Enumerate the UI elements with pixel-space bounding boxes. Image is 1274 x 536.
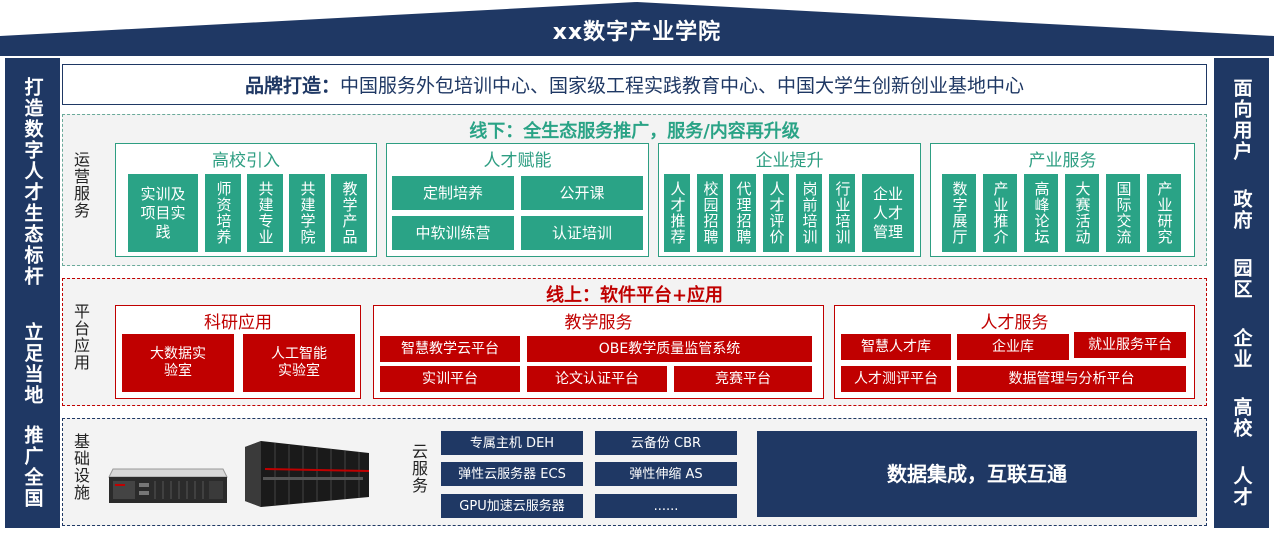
page-title: xx数字产业学院 [552, 20, 722, 45]
item-evaluate: 人才评价 [763, 174, 789, 252]
item-training-platform: 实训平台 [380, 366, 520, 392]
right-pillar-users: 面向用户 [1230, 77, 1253, 162]
right-pillar-park: 园区 [1230, 258, 1253, 301]
item-talent-pool: 智慧人才库 [841, 334, 951, 360]
group-university: 高校引入 实训及项目实践 师资培养 共建专业 共建学院 教学产品 [115, 143, 377, 257]
item-data-platform: 数据管理与分析平台 [957, 366, 1186, 392]
left-pillar: 打造数字人才生态标杆 立足当地 推广全国 [5, 58, 60, 528]
rack-server-image [108, 468, 228, 503]
item-obe: OBE教学质量监管系统 [527, 336, 812, 362]
infra-section: 基础设施 云服务 专属主机 DEH 云备份 CBR 弹性云服务器 ECS 弹性伸… [62, 418, 1207, 526]
group-title: 产业服务 [1028, 151, 1097, 171]
right-pillar-gov: 政府 [1230, 188, 1253, 231]
cloud-item-ecs: 弹性云服务器 ECS [441, 462, 583, 486]
infra-side-label: 基础设施 [71, 433, 90, 501]
group-title: 人才服务 [980, 313, 1049, 333]
right-pillar: 面向用户 政府 园区 企业 高校 人才 [1214, 58, 1269, 528]
group-talent-empower: 人才赋能 定制培养 公开课 中软训练营 认证培训 [386, 143, 649, 257]
item-research: 产业研究 [1147, 174, 1181, 252]
item-ai-lab: 人工智能实验室 [243, 334, 355, 392]
left-pillar-slogan: 打造数字人才生态标杆 [21, 77, 44, 288]
item-industry-train: 行业培训 [829, 174, 855, 252]
offline-section: 线下：全生态服务推广，服务/内容再升级 运营服务 高校引入 实训及项目实践 师资… [62, 114, 1207, 266]
online-section: 线上：软件平台+应用 平台应用 科研应用 大数据实验室 人工智能实验室 教学服务… [62, 278, 1207, 406]
item-recommend: 人才推荐 [664, 174, 690, 252]
item-talent-manage: 企业人才管理 [862, 174, 914, 252]
online-side-label: 平台应用 [71, 303, 90, 371]
left-pillar-national: 推广全国 [21, 424, 44, 509]
cloud-item-gpu: GPU加速云服务器 [441, 494, 583, 518]
group-research: 科研应用 大数据实验室 人工智能实验室 [115, 305, 361, 399]
item-smart-cloud: 智慧教学云平台 [380, 336, 520, 362]
brand-text: 中国服务外包培训中心、国家级工程实践教育中心、中国大学生创新创业基地中心 [340, 75, 1025, 97]
item-major: 共建专业 [247, 174, 283, 252]
group-industry: 产业服务 数字展厅 产业推介 高峰论坛 大赛活动 国际交流 产业研究 [930, 143, 1195, 257]
item-contest-platform: 竞赛平台 [674, 366, 812, 392]
group-enterprise: 企业提升 人才推荐 校园招聘 代理招聘 人才评价 岗前培训 行业培训 企业人才管… [658, 143, 921, 257]
item-hall: 数字展厅 [942, 174, 976, 252]
item-agent-recruit: 代理招聘 [730, 174, 756, 252]
item-open-class: 公开课 [521, 176, 643, 210]
group-title: 教学服务 [564, 313, 633, 333]
header-roof [0, 2, 1274, 56]
left-pillar-local: 立足当地 [21, 321, 44, 406]
cloud-item-as: 弹性伸缩 AS [595, 462, 737, 486]
item-assessment-platform: 人才测评平台 [841, 366, 951, 392]
item-cert-train: 认证培训 [521, 216, 643, 250]
item-thesis-platform: 论文认证平台 [527, 366, 667, 392]
item-product: 教学产品 [331, 174, 367, 252]
item-summit: 高峰论坛 [1024, 174, 1058, 252]
item-custom-train: 定制培养 [392, 176, 514, 210]
cloud-item-more: ...... [595, 494, 737, 518]
brand-label: 品牌打造： [244, 75, 340, 97]
group-teaching: 教学服务 智慧教学云平台 OBE教学质量监管系统 实训平台 论文认证平台 竞赛平… [373, 305, 824, 399]
item-promote: 产业推介 [983, 174, 1017, 252]
group-title: 高校引入 [212, 151, 280, 171]
offline-title: 线下：全生态服务推广，服务/内容再升级 [469, 121, 800, 142]
item-employment-platform: 就业服务平台 [1074, 332, 1186, 358]
right-pillar-talent: 人才 [1230, 466, 1253, 509]
item-bigdata-lab: 大数据实验室 [122, 334, 234, 392]
group-title: 人才赋能 [483, 151, 552, 171]
item-contest: 大赛活动 [1065, 174, 1099, 252]
cloud-item-deh: 专属主机 DEH [441, 431, 583, 455]
item-college: 共建学院 [289, 174, 325, 252]
brand-bar: 品牌打造： 中国服务外包培训中心、国家级工程实践教育中心、中国大学生创新创业基地… [62, 64, 1207, 105]
supercomputer-image [245, 441, 370, 507]
cloud-label: 云服务 [409, 443, 428, 494]
right-pillar-enterprise: 企业 [1230, 327, 1253, 370]
cloud-item-cbr: 云备份 CBR [595, 431, 737, 455]
item-campus-recruit: 校园招聘 [697, 174, 723, 252]
group-title: 科研应用 [204, 313, 272, 333]
offline-side-label: 运营服务 [71, 151, 90, 219]
online-title: 线上：软件平台+应用 [545, 285, 724, 306]
item-pre-job: 岗前培训 [796, 174, 822, 252]
item-teacher: 师资培养 [205, 174, 241, 252]
item-intl: 国际交流 [1106, 174, 1140, 252]
group-talent-service: 人才服务 智慧人才库 企业库 就业服务平台 人才测评平台 数据管理与分析平台 [834, 305, 1195, 399]
integration-banner: 数据集成，互联互通 [757, 431, 1197, 517]
right-pillar-university: 高校 [1230, 396, 1253, 439]
group-title: 企业提升 [755, 151, 824, 171]
item-camp: 中软训练营 [392, 216, 514, 250]
item-enterprise-pool: 企业库 [957, 334, 1069, 360]
item-practice: 实训及项目实践 [128, 174, 198, 252]
